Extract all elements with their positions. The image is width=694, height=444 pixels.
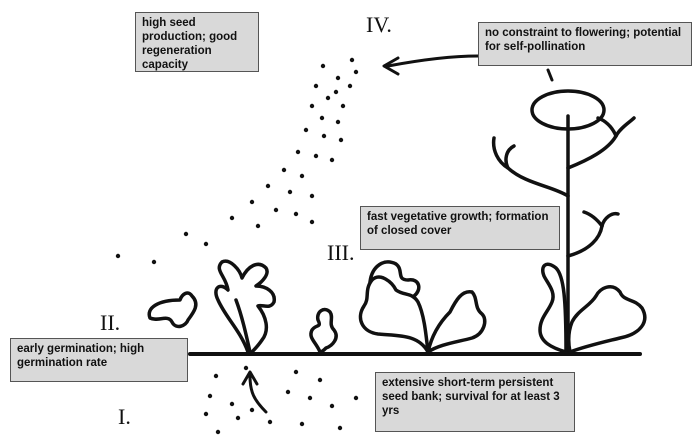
branch-right-twig — [598, 118, 616, 136]
stage-numeral-1: I. — [118, 404, 131, 430]
stage-3-caption: fast vegetative growth; formation of clo… — [360, 206, 560, 250]
branch-lower-right — [568, 214, 618, 256]
stage-numeral-3: III. — [327, 240, 354, 266]
branch-lower-twig — [584, 212, 602, 226]
seed-production-caption: high seed production; good regeneration … — [135, 12, 259, 72]
small-sprout — [311, 310, 336, 352]
stage-numeral-4: IV. — [366, 12, 392, 38]
flower-to-label-line — [548, 70, 552, 80]
seedling-left — [149, 293, 196, 326]
seed-dispersal-arrow — [388, 56, 478, 66]
stage-2-caption: early germination; high germination rate — [10, 338, 188, 382]
branch-left — [506, 146, 568, 196]
stage-4-caption: no constraint to flowering; potential fo… — [478, 22, 692, 66]
rosette-right-leaf — [428, 292, 485, 352]
stage-1-caption: extensive short-term persistent seed ban… — [375, 372, 575, 432]
young-plant — [216, 261, 274, 354]
branch-right — [568, 118, 634, 168]
rosette-top-leaf — [370, 262, 419, 296]
flower-right-leaf — [569, 287, 645, 352]
flower-left-leaf — [540, 264, 566, 352]
germination-arrow — [250, 376, 266, 412]
stage-numeral-2: II. — [100, 310, 120, 336]
